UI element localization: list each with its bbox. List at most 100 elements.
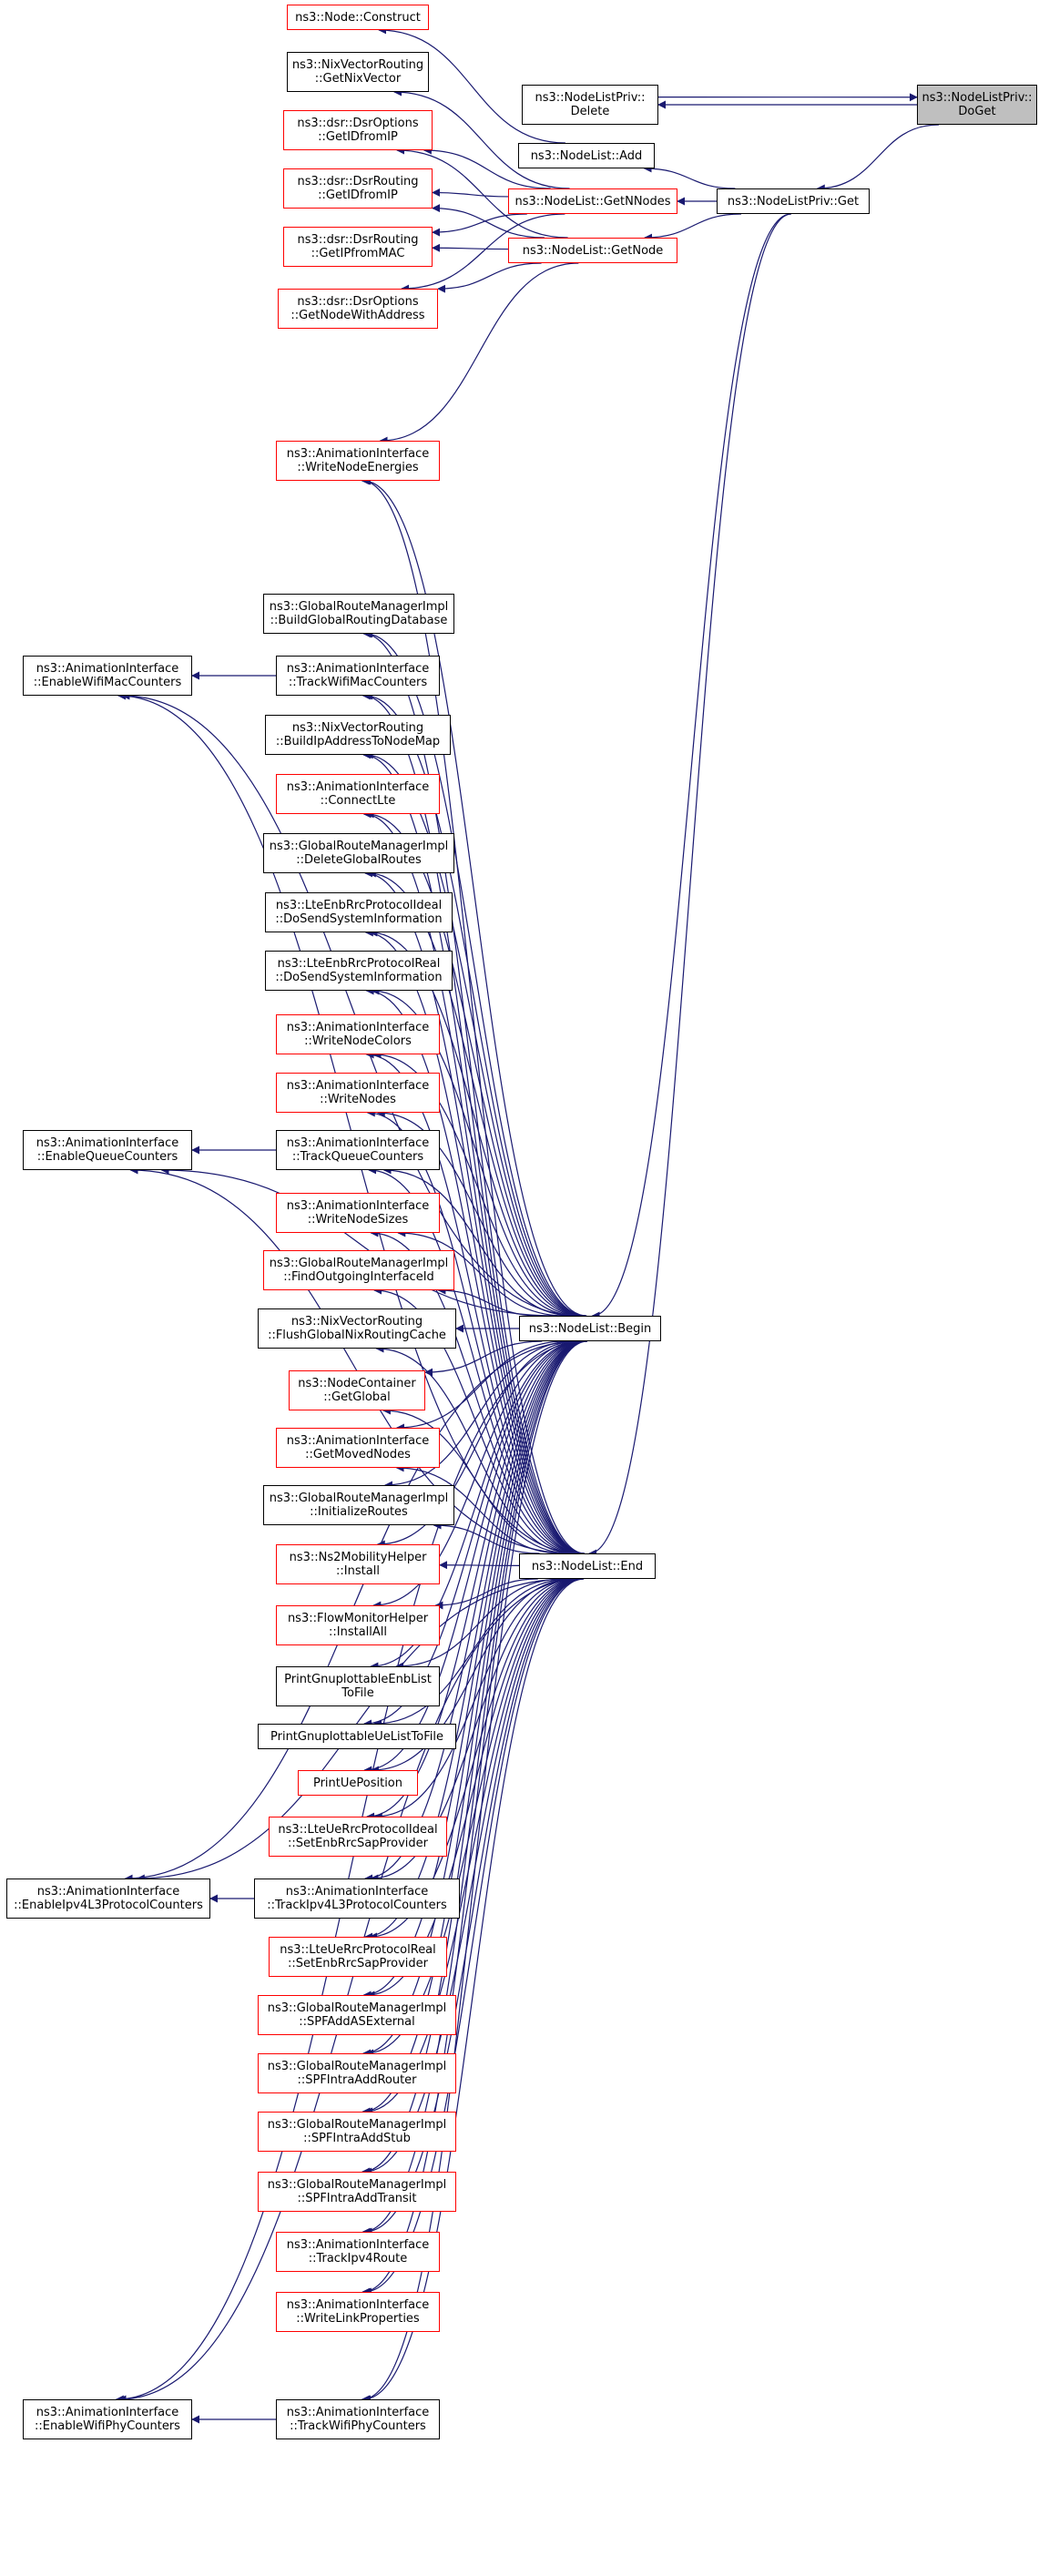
node-doget[interactable]: ns3::NodeListPriv::DoGet [917,85,1037,125]
edge-begin-to-printenb [370,1340,582,1671]
edge-begin-to-connectlte [365,809,585,1317]
node-label-line: ns3::dsr::DsrRouting [297,233,419,247]
node-trackqueue[interactable]: ns3::AnimationInterface::TrackQueueCount… [276,1130,440,1170]
node-label-line: ns3::NodeList::GetNode [522,243,664,258]
node-label-line: PrintGnuplottableEnbList [284,1673,432,1686]
node-label-line: ns3::GlobalRouteManagerImpl [267,2001,447,2015]
node-label-line: ns3::AnimationInterface [286,1199,430,1213]
edge-end-to-trackqueue [368,1166,581,1554]
node-spftransit[interactable]: ns3::GlobalRouteManagerImpl::SPFIntraAdd… [258,2172,456,2212]
node-label-line: ns3::AnimationInterface [285,1885,429,1899]
node-spfstub[interactable]: ns3::GlobalRouteManagerImpl::SPFIntraAdd… [258,2112,456,2152]
edge-begin-to-writenodes [376,1108,578,1317]
node-label-line: ::GetMovedNodes [305,1448,411,1461]
edge-getnnodes-to-dsrrt_getipmac [432,213,527,237]
node-enableipv4l3[interactable]: ns3::AnimationInterface::EnableIpv4L3Pro… [6,1879,210,1919]
node-spfaddas[interactable]: ns3::GlobalRouteManagerImpl::SPFAddASExt… [258,1995,456,2035]
node-flowinstall[interactable]: ns3::FlowMonitorHelper::InstallAll [276,1605,440,1645]
node-label-line: ::FlushGlobalNixRoutingCache [268,1329,446,1342]
node-spfrouter[interactable]: ns3::GlobalRouteManagerImpl::SPFIntraAdd… [258,2053,456,2093]
node-deleteglobal[interactable]: ns3::GlobalRouteManagerImpl::DeleteGloba… [263,833,454,873]
node-label-line: ::ConnectLte [320,794,396,808]
node-label-line: ns3::FlowMonitorHelper [287,1612,429,1625]
node-findoutgoing[interactable]: ns3::GlobalRouteManagerImpl::FindOutgoin… [263,1250,454,1290]
node-label-line: ::GetIDfromIP [318,188,398,202]
node-label-line: ns3::Node::Construct [295,10,421,25]
node-dsrrt_getid[interactable]: ns3::dsr::DsrRouting::GetIDfromIP [283,168,433,209]
node-enbideal[interactable]: ns3::LteEnbRrcProtocolIdeal::DoSendSyste… [265,892,453,932]
node-getnode[interactable]: ns3::NodeList::GetNode [508,238,677,263]
node-begin[interactable]: ns3::NodeList::Begin [519,1316,661,1341]
node-label-line: ::SetEnbRrcSapProvider [287,1837,429,1850]
node-flushnix[interactable]: ns3::NixVectorRouting::FlushGlobalNixRou… [258,1308,456,1349]
node-label-line: ::GetNodeWithAddress [290,309,425,322]
node-label-line: ::SPFIntraAddStub [303,2132,411,2145]
node-label-line: ns3::LteEnbRrcProtocolReal [277,957,441,971]
node-enablewifiphy[interactable]: ns3::AnimationInterface::EnableWifiPhyCo… [23,2399,192,2439]
node-label-line: ::TrackWifiMacCounters [288,676,428,689]
node-writenodes[interactable]: ns3::AnimationInterface::WriteNodes [276,1073,440,1113]
node-uereal[interactable]: ns3::LteUeRrcProtocolReal::SetEnbRrcSapP… [269,1937,447,1977]
node-nodecontainer[interactable]: ns3::NodeContainer::GetGlobal [289,1370,425,1410]
node-enablequeue[interactable]: ns3::AnimationInterface::EnableQueueCoun… [23,1130,192,1170]
node-enablewifimac[interactable]: ns3::AnimationInterface::EnableWifiMacCo… [23,656,192,696]
node-buildglobal[interactable]: ns3::GlobalRouteManagerImpl::BuildGlobal… [263,594,454,634]
edge-end-to-ns2install [439,1561,520,1570]
edge-getnode-to-dsropt_getid [396,146,568,239]
node-label-line: ::WriteNodeColors [304,1034,412,1048]
node-label-line: ns3::NixVectorRouting [291,58,424,72]
node-writenodesizes[interactable]: ns3::AnimationInterface::WriteNodeSizes [276,1193,440,1233]
node-initroutes[interactable]: ns3::GlobalRouteManagerImpl::InitializeR… [263,1485,454,1525]
node-writenodeenergies[interactable]: ns3::AnimationInterface::WriteNodeEnergi… [276,441,440,481]
node-label-line: ::BuildIpAddressToNodeMap [275,735,441,748]
node-label-line: ns3::AnimationInterface [36,1136,179,1150]
node-ns2install[interactable]: ns3::Ns2MobilityHelper::Install [276,1544,440,1584]
node-label-line: ::DoSendSystemInformation [275,971,443,984]
edge-getnnodes-to-dsrrt_getid [432,188,509,198]
node-trackwifimac[interactable]: ns3::AnimationInterface::TrackWifiMacCou… [276,656,440,696]
node-enbreal[interactable]: ns3::LteEnbRrcProtocolReal::DoSendSystem… [265,951,453,991]
node-writenodecolors[interactable]: ns3::AnimationInterface::WriteNodeColors [276,1014,440,1054]
node-label-line: ns3::AnimationInterface [36,2406,179,2419]
edge-end-to-printue [373,1578,571,1728]
node-label-line: ns3::NodeListPriv::Get [727,194,860,209]
node-label-line: ::GetNixVector [314,72,402,86]
node-label-line: ::InstallAll [328,1625,387,1639]
node-trackipv4l3[interactable]: ns3::AnimationInterface::TrackIpv4L3Prot… [254,1879,460,1919]
node-connectlte[interactable]: ns3::AnimationInterface::ConnectLte [276,774,440,814]
node-label-line: DoGet [958,105,996,118]
node-getnnodes[interactable]: ns3::NodeList::GetNNodes [508,188,677,214]
node-label-line: ::WriteNodeSizes [307,1213,409,1227]
node-buildipaddr[interactable]: ns3::NixVectorRouting::BuildIpAddressToN… [265,715,451,755]
node-delete[interactable]: ns3::NodeListPriv::Delete [522,85,658,125]
edge-get-to-begin [591,213,791,1320]
node-end[interactable]: ns3::NodeList::End [519,1553,656,1579]
node-getmoved[interactable]: ns3::AnimationInterface::GetMovedNodes [276,1428,440,1468]
node-label-line: ::TrackIpv4L3ProtocolCounters [267,1899,447,1912]
node-trackwifiphy[interactable]: ns3::AnimationInterface::TrackWifiPhyCou… [276,2399,440,2439]
edge-end-to-trackipv4l3 [370,1578,579,1883]
node-label-line: ns3::AnimationInterface [286,1021,430,1034]
edge-end-to-nodecontainer [382,1406,571,1554]
node-label-line: ns3::dsr::DsrOptions [297,117,419,130]
node-printuepos[interactable]: PrintUePosition [298,1770,418,1796]
node-construct[interactable]: ns3::Node::Construct [287,5,429,30]
node-ueideal[interactable]: ns3::LteUeRrcProtocolIdeal::SetEnbRrcSap… [269,1817,447,1857]
node-dsropt_getid[interactable]: ns3::dsr::DsrOptions::GetIDfromIP [283,110,433,150]
node-label-line: ns3::GlobalRouteManagerImpl [267,2060,447,2073]
node-printue[interactable]: PrintGnuplottableUeListToFile [258,1724,456,1749]
edge-begin-to-flowinstall [372,1340,581,1610]
node-nixgetvec[interactable]: ns3::NixVectorRouting::GetNixVector [287,52,429,92]
node-dsrrt_getipmac[interactable]: ns3::dsr::DsrRouting::GetIPfromMAC [283,227,433,267]
edge-get-to-add [643,164,736,189]
node-trackipv4route[interactable]: ns3::AnimationInterface::TrackIpv4Route [276,2232,440,2272]
node-add[interactable]: ns3::NodeList::Add [518,143,655,168]
node-dsropt_getnode[interactable]: ns3::dsr::DsrOptions::GetNodeWithAddress [278,289,438,329]
node-label-line: ns3::AnimationInterface [36,1885,180,1899]
node-writelinkprops[interactable]: ns3::AnimationInterface::WriteLinkProper… [276,2292,440,2332]
edge-end-to-writenodeenergies [361,476,586,1554]
node-get[interactable]: ns3::NodeListPriv::Get [717,188,870,214]
node-label-line: ns3::GlobalRouteManagerImpl [267,2178,447,2192]
node-label-line: ::WriteNodes [320,1093,396,1106]
